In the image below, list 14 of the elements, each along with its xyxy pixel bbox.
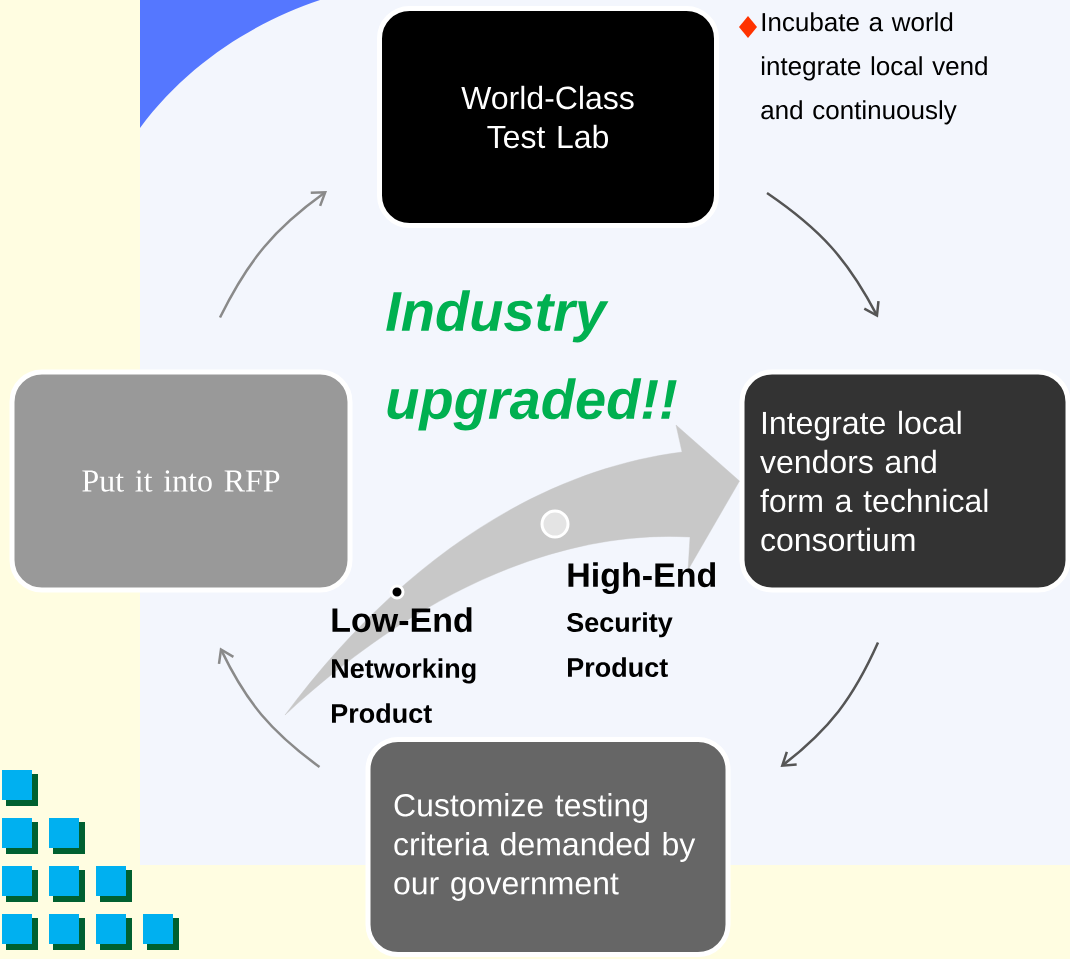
product-label: Security Product bbox=[567, 612, 673, 678]
slogan-text: Industry upgraded!! bbox=[386, 290, 677, 431]
process-box: World-Class Test Lab bbox=[377, 6, 719, 228]
curved-arrow bbox=[780, 642, 880, 767]
curved-arrow bbox=[218, 191, 327, 319]
bullet-text: Incubate a world integrate local vend and continuously bbox=[761, 12, 987, 125]
curved-block-arrow bbox=[284, 424, 740, 716]
product-label: Networking Product bbox=[332, 658, 476, 724]
curved-arrow bbox=[766, 192, 880, 318]
curved-arrow bbox=[217, 647, 321, 768]
process-box: Integrate local vendors and form a technical consortium bbox=[739, 369, 1070, 593]
product-label: Low-End bbox=[332, 607, 472, 633]
process-box: Put it into RFP bbox=[9, 369, 353, 593]
process-box: Customize testing criteria demanded by our government bbox=[365, 737, 731, 957]
